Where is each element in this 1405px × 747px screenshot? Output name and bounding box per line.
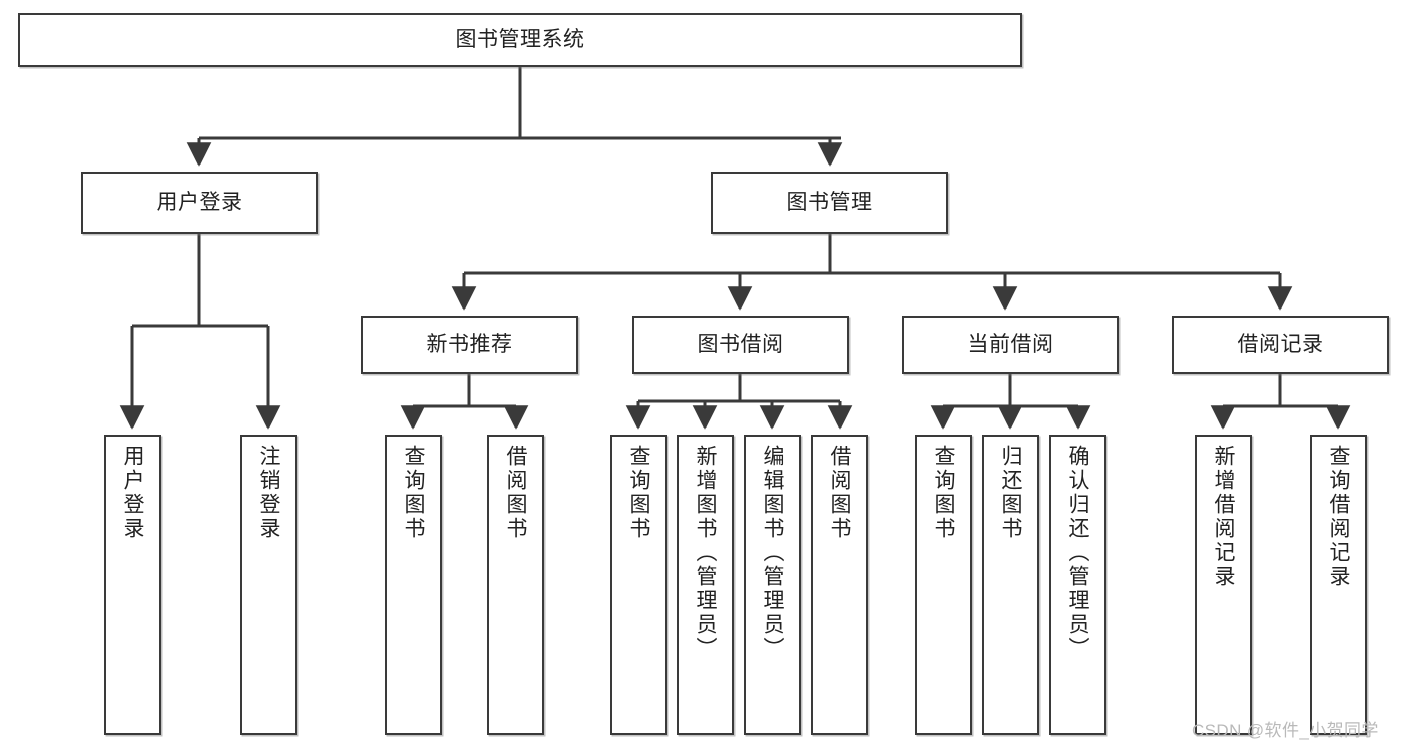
- leaf-user-login-label: 用户登录: [121, 445, 144, 541]
- leaf-borrow-book-new[interactable]: 借阅图书: [487, 435, 544, 735]
- leaf-add-book-admin-label: 新增图书（管理员）: [694, 445, 717, 661]
- node-book-borrow[interactable]: 图书借阅: [632, 316, 849, 374]
- leaf-add-borrow-record-label: 新增借阅记录: [1212, 445, 1235, 589]
- node-new-book-recommend-label: 新书推荐: [426, 332, 513, 356]
- node-user-login-label: 用户登录: [156, 190, 243, 214]
- leaf-confirm-return-admin-label: 确认归还（管理员）: [1066, 445, 1089, 661]
- node-book-management[interactable]: 图书管理: [711, 172, 948, 234]
- node-user-login[interactable]: 用户登录: [81, 172, 318, 234]
- node-root[interactable]: 图书管理系统: [18, 13, 1022, 67]
- leaf-query-book-borrow-label: 查询图书: [627, 445, 650, 541]
- leaf-query-book-borrow[interactable]: 查询图书: [610, 435, 667, 735]
- leaf-user-login[interactable]: 用户登录: [104, 435, 161, 735]
- node-current-borrow-label: 当前借阅: [967, 332, 1054, 356]
- leaf-borrow-book-label: 借阅图书: [828, 445, 851, 541]
- node-borrow-records-label: 借阅记录: [1237, 332, 1324, 356]
- leaf-logout-label: 注销登录: [257, 445, 280, 541]
- leaf-query-borrow-record-label: 查询借阅记录: [1327, 445, 1350, 589]
- watermark: CSDN @软件_小贺同学: [1192, 721, 1379, 740]
- leaf-borrow-book[interactable]: 借阅图书: [811, 435, 868, 735]
- leaf-return-book[interactable]: 归还图书: [982, 435, 1039, 735]
- leaf-query-book-current-label: 查询图书: [932, 445, 955, 541]
- leaf-edit-book-admin[interactable]: 编辑图书（管理员）: [744, 435, 801, 735]
- leaf-query-book-new[interactable]: 查询图书: [385, 435, 442, 735]
- leaf-return-book-label: 归还图书: [999, 445, 1022, 541]
- node-current-borrow[interactable]: 当前借阅: [902, 316, 1119, 374]
- leaf-confirm-return-admin[interactable]: 确认归还（管理员）: [1049, 435, 1106, 735]
- leaf-add-borrow-record[interactable]: 新增借阅记录: [1195, 435, 1252, 735]
- leaf-borrow-book-new-label: 借阅图书: [504, 445, 527, 541]
- leaf-edit-book-admin-label: 编辑图书（管理员）: [761, 445, 784, 661]
- leaf-query-book-current[interactable]: 查询图书: [915, 435, 972, 735]
- node-new-book-recommend[interactable]: 新书推荐: [361, 316, 578, 374]
- leaf-logout[interactable]: 注销登录: [240, 435, 297, 735]
- leaf-add-book-admin[interactable]: 新增图书（管理员）: [677, 435, 734, 735]
- leaf-query-borrow-record[interactable]: 查询借阅记录: [1310, 435, 1367, 735]
- node-borrow-records[interactable]: 借阅记录: [1172, 316, 1389, 374]
- node-root-label: 图书管理系统: [455, 27, 585, 51]
- leaf-query-book-new-label: 查询图书: [402, 445, 425, 541]
- node-book-borrow-label: 图书借阅: [697, 332, 784, 356]
- node-book-management-label: 图书管理: [786, 190, 873, 214]
